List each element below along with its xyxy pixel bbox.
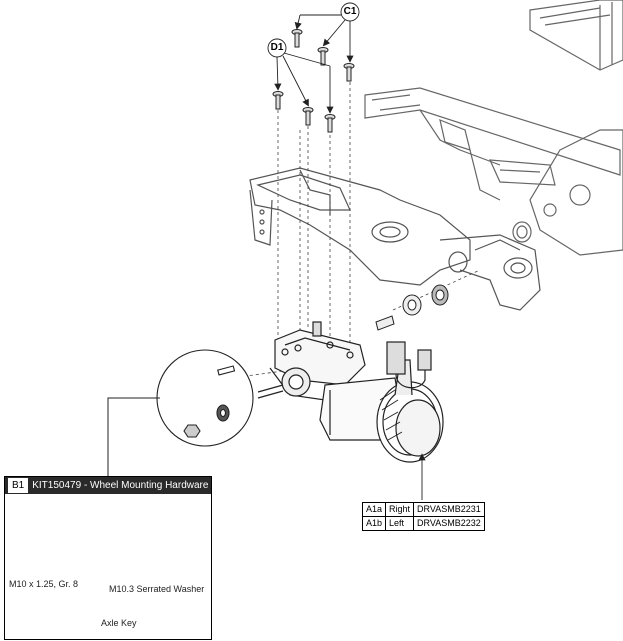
screws-d1 xyxy=(272,91,336,133)
rear-frame-assembly xyxy=(364,0,623,256)
part-ref-cell: A1b xyxy=(361,516,387,531)
kit-id-badge: B1 xyxy=(8,478,29,493)
callout-d1-label: D1 xyxy=(270,42,284,53)
screw-c1-2 xyxy=(317,47,329,66)
screws-c1 xyxy=(291,29,355,82)
screw-c1-3 xyxy=(343,63,355,82)
detail-leader xyxy=(107,397,160,476)
part-part-cell: DRVASMB2232 xyxy=(413,516,485,531)
main-frame-assembly xyxy=(249,167,541,311)
part-side-cell: Left xyxy=(385,516,415,531)
nut-detail xyxy=(183,424,201,438)
screw-d1-3 xyxy=(324,114,336,133)
detail-view-circle xyxy=(156,349,254,447)
screw-d1-2 xyxy=(302,107,314,126)
spacer-hardware xyxy=(375,284,449,331)
kit-title: KIT150479 - Wheel Mounting Hardware xyxy=(32,480,209,491)
screw-d1-1 xyxy=(272,91,284,110)
axle-key-label: Axle Key xyxy=(101,618,137,628)
callout-c1-label: C1 xyxy=(343,6,357,17)
screw-c1-1 xyxy=(291,29,303,48)
callout-leaders xyxy=(267,2,360,114)
hex-nut-label: M10 x 1.25, Gr. 8 xyxy=(9,579,79,589)
drive-motor-assembly xyxy=(257,321,444,463)
serrated-washer-label: M10.3 Serrated Washer xyxy=(109,584,205,594)
part-part-cell: DRVASMB2231 xyxy=(413,502,485,517)
axle-key-detail xyxy=(217,365,236,376)
part-ref-cell: A1a xyxy=(361,502,387,517)
part-side-cell: Right xyxy=(385,502,415,517)
